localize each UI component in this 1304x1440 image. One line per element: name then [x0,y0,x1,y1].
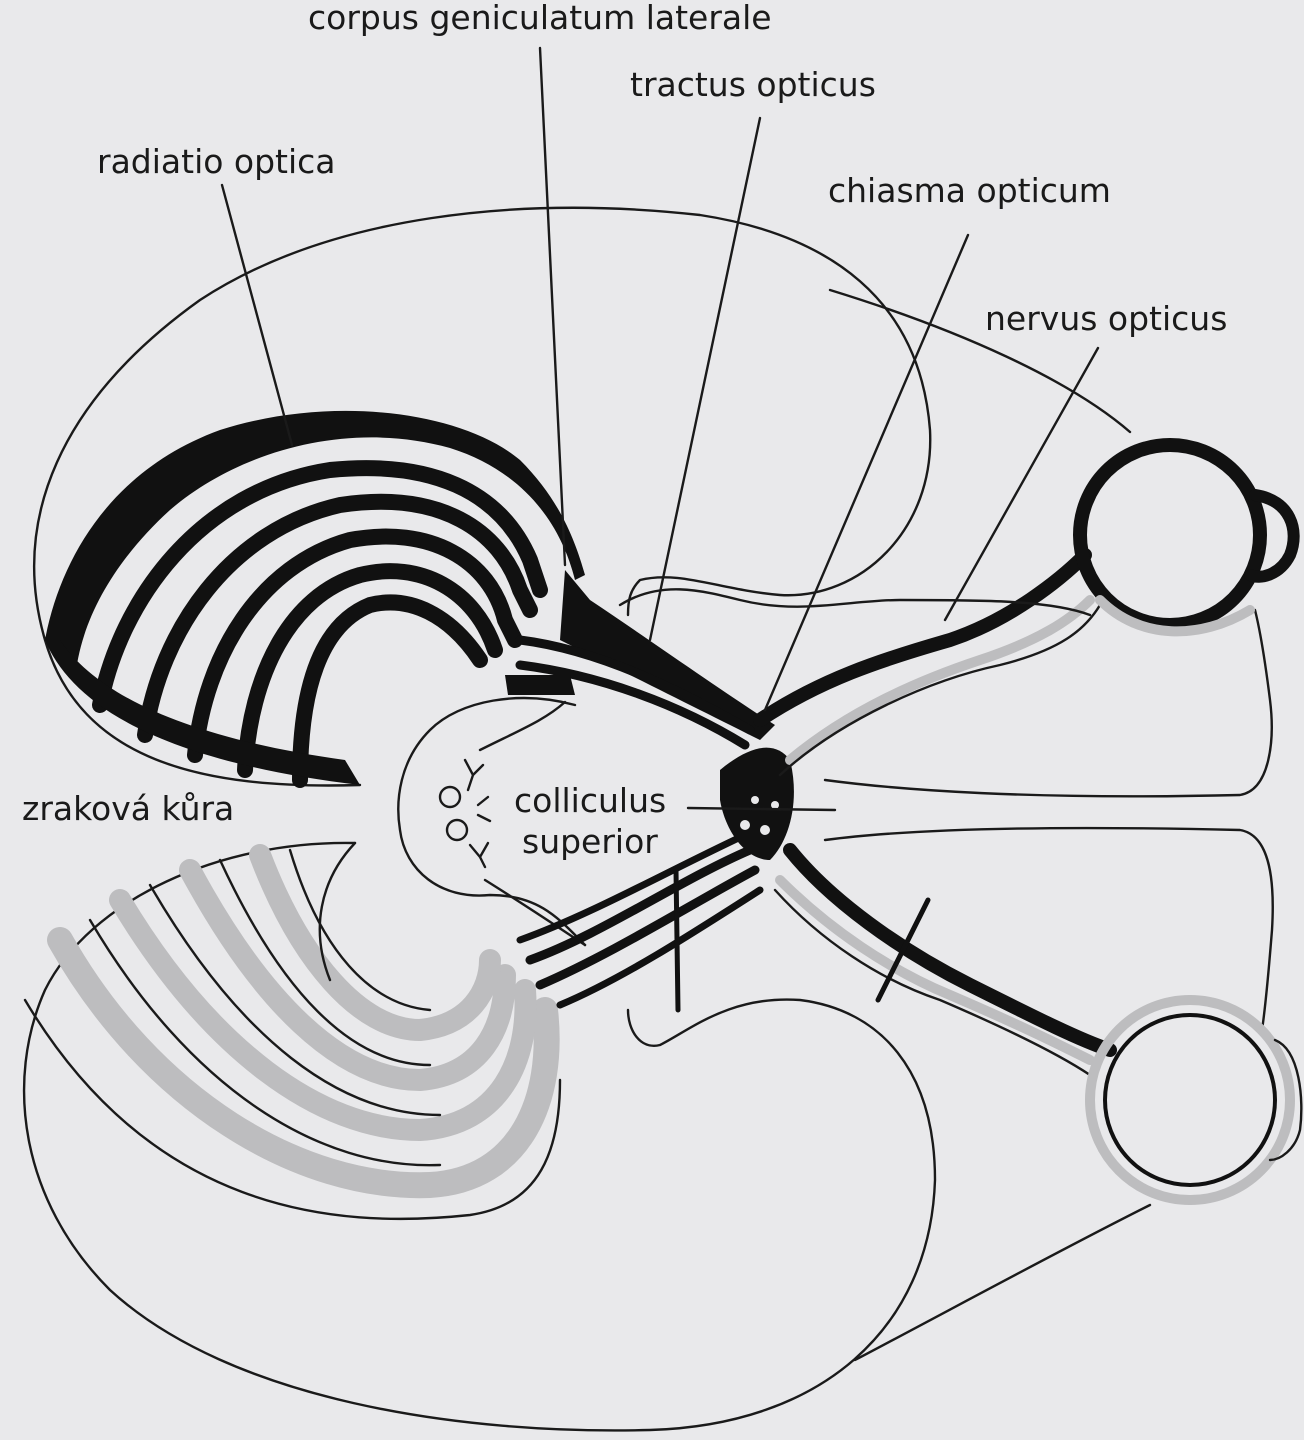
leader-tractus [650,118,760,640]
label-tractus-opticus: tractus opticus [630,65,876,104]
label-chiasma-opticum: chiasma opticum [828,171,1111,210]
tractus-opticus-lower [520,835,760,1010]
colliculus-cells [440,760,490,867]
midbrain-upper-line [480,702,565,750]
label-corpus-geniculatum-laterale: corpus geniculatum laterale [308,0,772,37]
lower-hemisphere-outline [24,843,935,1431]
radiatio-optica-lower [25,843,560,1219]
nervus-opticus-lower [790,850,1110,1050]
radiatio-optica-upper [45,411,585,785]
label-superior: superior [522,822,658,861]
leader-nervus [945,348,1098,620]
label-nervus-opticus: nervus opticus [985,299,1227,338]
label-colliculus: colliculus [514,781,666,820]
temporal-contour [855,1205,1150,1360]
lower-eye [1090,1000,1301,1200]
leader-radiatio [222,185,292,445]
label-zrakova-kura: zraková kůra [22,789,234,828]
upper-eye [1080,445,1294,631]
label-radiatio-optica: radiatio optica [97,142,336,181]
